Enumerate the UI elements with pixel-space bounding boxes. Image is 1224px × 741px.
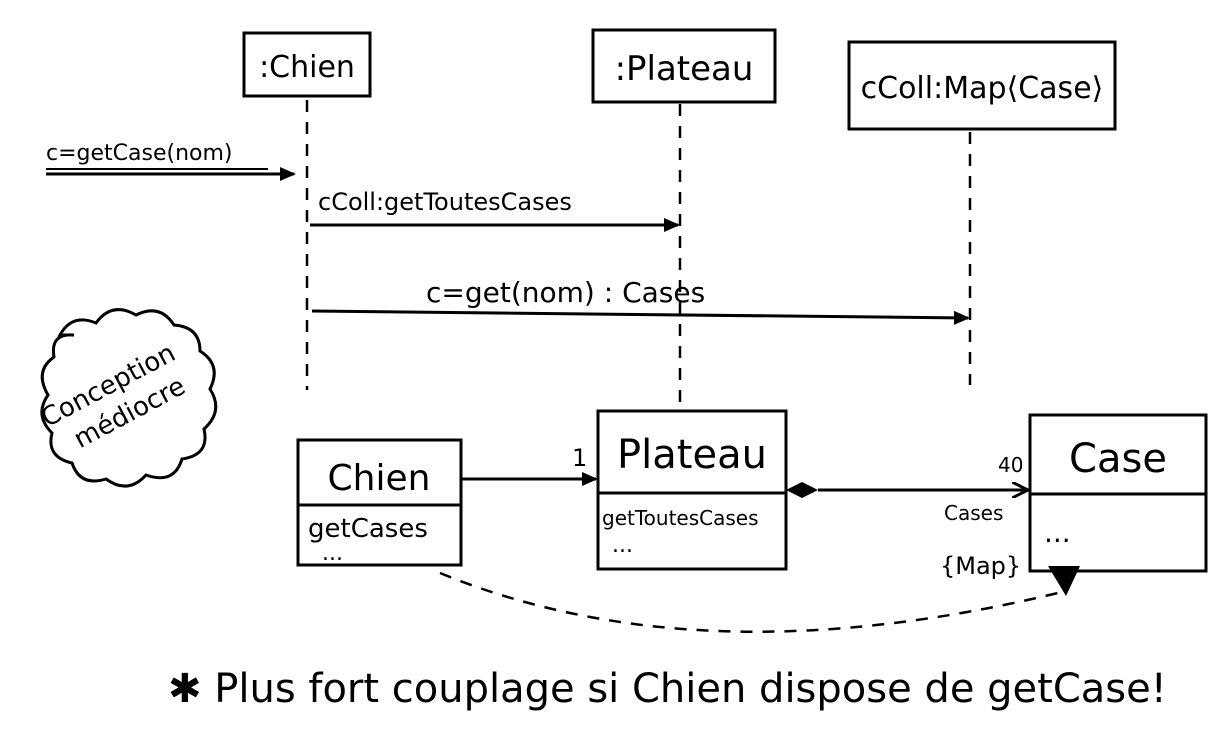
lifeline-plateau: :Plateau [591,28,777,410]
lifeline-chien-box [242,31,372,98]
lifeline-plateau-label: :Plateau [615,49,754,89]
class-plateau-op1: getToutesCases [602,506,759,530]
composition-diamond [786,482,818,498]
message-get-nom-label: c=get(nom) : Cases [426,276,705,309]
message-found: c=getCase(nom) [46,141,296,181]
association-plateau-case-role: Cases [944,501,1003,525]
dependency-arrowhead [1048,566,1080,596]
cloud-shape [40,308,218,488]
message-get-nom-arrow [311,309,970,325]
association-chien-plateau: 1 [461,444,598,486]
message-get-toutes: cColl:getToutesCases [310,188,680,232]
lifeline-map-box [847,40,1117,131]
association-plateau-case-mult: 40 [998,453,1023,477]
lifeline-chien-label: :Chien [259,50,355,85]
dependency-curve [439,571,1063,633]
association-plateau-case: 40 Cases {Map} [786,453,1028,580]
association-plateau-case-constraint: {Map} [940,552,1021,580]
class-plateau-name: Plateau [617,432,767,478]
lifeline-chien: :Chien [242,31,372,390]
message-found-label: c=getCase(nom) [46,141,233,166]
class-case-name: Case [1069,436,1167,482]
dependency-chien-case [439,566,1080,633]
class-chien-op2: ... [322,541,343,566]
class-chien: Chien getCases ... [296,438,463,567]
class-case: Case ... [1028,413,1208,573]
class-chien-name: Chien [328,458,431,499]
class-case-op1: ... [1044,516,1071,549]
class-chien-box [296,438,463,567]
association-chien-plateau-mult: 1 [572,444,587,472]
cloud-note: Conception médiocre [36,308,218,488]
class-plateau-op2: ... [612,533,633,558]
lifeline-map-label: cColl:Map⟨Case⟩ [861,71,1104,106]
class-plateau-box [596,409,788,571]
message-get-nom: c=get(nom) : Cases [311,276,970,325]
lifeline-plateau-box [591,28,777,104]
lifeline-map: cColl:Map⟨Case⟩ [847,40,1117,385]
class-chien-op1: getCases [308,514,428,544]
message-get-toutes-label: cColl:getToutesCases [318,188,572,216]
class-plateau: Plateau getToutesCases ... [596,409,788,571]
footer-note: ✱ Plus fort couplage si Chien dispose de… [168,666,1167,712]
